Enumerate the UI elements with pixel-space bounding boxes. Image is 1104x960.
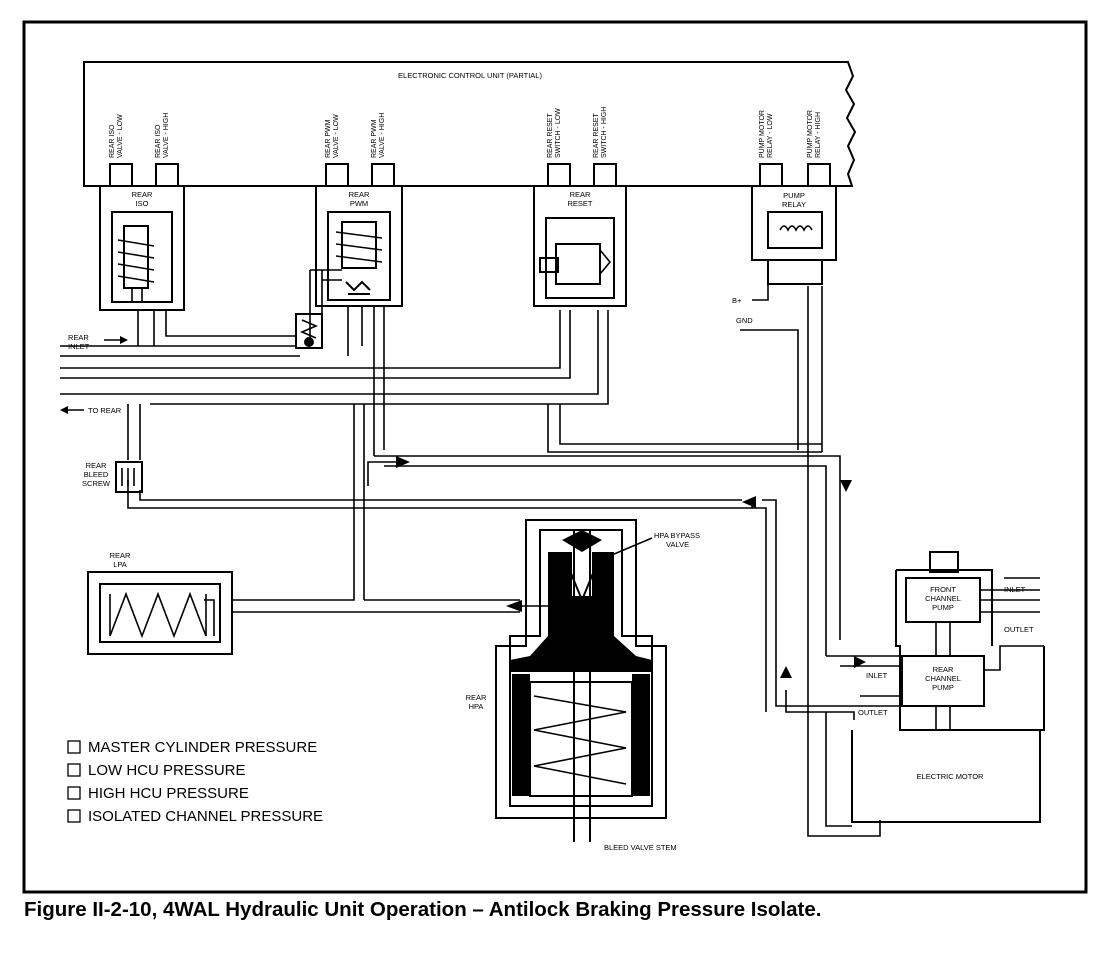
electronic-control-unit: ELECTRONIC CONTROL UNIT (PARTIAL) REAR I… xyxy=(83,61,857,187)
svg-text:ISO: ISO xyxy=(136,199,149,208)
pin-label-pump-relay-high: PUMP MOTORRELAY - HIGH xyxy=(807,110,822,158)
svg-text:LPA: LPA xyxy=(113,560,127,569)
relay-wiring: B+ GND xyxy=(732,284,881,837)
pin-label-rear-iso-low: REAR ISOVALVE - LOW xyxy=(109,114,124,158)
hpa-bypass-leader xyxy=(599,537,653,561)
svg-text:RELAY: RELAY xyxy=(782,200,806,209)
svg-text:HPA: HPA xyxy=(469,702,484,711)
svg-text:REAR: REAR xyxy=(110,551,131,560)
rear-hpa: REAR HPA xyxy=(466,519,667,842)
rear-lpa: REAR LPA xyxy=(87,551,233,655)
rear-pwm-valve: REAR PWM xyxy=(315,185,403,307)
svg-text:PWM: PWM xyxy=(350,199,368,208)
rear-reset-switch: REAR RESET xyxy=(533,185,627,307)
bleed-valve-stem-label: BLEED VALVE STEM xyxy=(604,843,677,852)
b-plus-label: B+ xyxy=(732,296,742,305)
legend-swatch-isolated-channel xyxy=(67,809,81,823)
rear-inlet-arrowhead xyxy=(120,336,128,344)
electric-motor: ELECTRIC MOTOR xyxy=(825,712,1041,827)
gnd-label: GND xyxy=(736,316,753,325)
pin-label-rear-pwm-high: REAR PWMVALVE - HIGH xyxy=(371,113,386,158)
to-rear-arrowhead xyxy=(60,406,68,414)
svg-text:ELECTRIC MOTOR: ELECTRIC MOTOR xyxy=(917,772,985,781)
legend-label-low-hcu: LOW HCU PRESSURE xyxy=(88,762,246,779)
legend-swatch-low-hcu xyxy=(67,763,81,777)
legend-label-master-cylinder: MASTER CYLINDER PRESSURE xyxy=(88,739,317,756)
check-valve xyxy=(295,313,323,349)
svg-text:INLET: INLET xyxy=(866,671,888,680)
legend-swatch-master-cylinder xyxy=(67,740,81,754)
svg-text:RESET: RESET xyxy=(567,199,592,208)
svg-text:REAR: REAR xyxy=(570,190,591,199)
diagram-frame xyxy=(22,20,1088,894)
hydraulic-passages xyxy=(60,269,900,720)
svg-text:PUMP: PUMP xyxy=(783,191,805,200)
pin-label-pump-relay-low: PUMP MOTORRELAY - LOW xyxy=(759,110,774,158)
legend: MASTER CYLINDER PRESSURE LOW HCU PRESSUR… xyxy=(67,739,323,825)
svg-text:REAR: REAR xyxy=(349,190,370,199)
pin-label-rear-pwm-low: REAR PWMVALVE - LOW xyxy=(325,114,340,158)
pin-label-rear-reset-low: REAR RESETSWITCH - LOW xyxy=(547,108,562,158)
figure-caption: Figure II-2-10, 4WAL Hydraulic Unit Oper… xyxy=(24,898,822,921)
legend-label-high-hcu: HIGH HCU PRESSURE xyxy=(88,785,249,802)
to-rear-label: TO REAR xyxy=(88,406,122,415)
ecu-title: ELECTRONIC CONTROL UNIT (PARTIAL) xyxy=(398,71,542,80)
pin-label-rear-iso-high: REAR ISOVALVE - HIGH xyxy=(155,113,170,158)
pump-relay: PUMP RELAY xyxy=(751,185,837,285)
svg-text:INLET: INLET xyxy=(1004,585,1026,594)
svg-text:OUTLET: OUTLET xyxy=(858,708,888,717)
rear-iso-valve: REAR ISO xyxy=(99,185,185,311)
legend-label-isolated-channel: ISOLATED CHANNEL PRESSURE xyxy=(88,808,323,825)
legend-swatch-high-hcu xyxy=(67,786,81,800)
svg-text:REAR: REAR xyxy=(466,693,487,702)
svg-text:OUTLET: OUTLET xyxy=(1004,625,1034,634)
pin-label-rear-reset-high: REAR RESETSWITCH - HIGH xyxy=(593,107,608,158)
svg-text:REAR: REAR xyxy=(132,190,153,199)
